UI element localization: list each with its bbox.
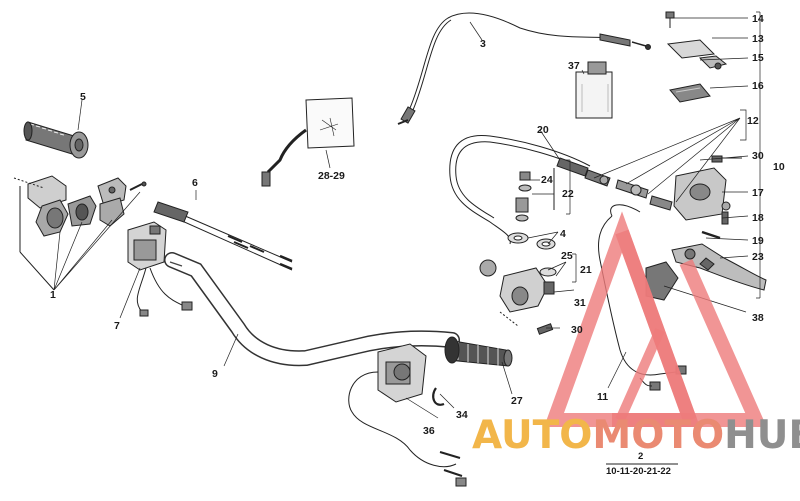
part-27-grip <box>444 336 513 367</box>
part-7-switch <box>127 221 193 317</box>
watermark-logo <box>544 211 767 427</box>
part-28-29-mirror <box>261 97 355 187</box>
part-9-handlebar <box>164 252 460 367</box>
part-1-throttle-housing <box>13 175 147 291</box>
part-13-16-reservoir-cover <box>665 11 728 103</box>
part-37-bottle <box>575 61 613 119</box>
part-36-switch <box>348 343 467 487</box>
part-34-clip <box>432 387 445 406</box>
part-20-hose <box>449 134 591 245</box>
part-3-cable <box>397 12 651 125</box>
part-21-31-clamp <box>499 267 555 327</box>
part-22-24-bolts <box>515 168 555 222</box>
part-23-38-lever <box>645 243 767 301</box>
leader-lines <box>77 11 761 419</box>
part-6-cables <box>153 201 293 271</box>
part-5-grip <box>23 121 89 159</box>
